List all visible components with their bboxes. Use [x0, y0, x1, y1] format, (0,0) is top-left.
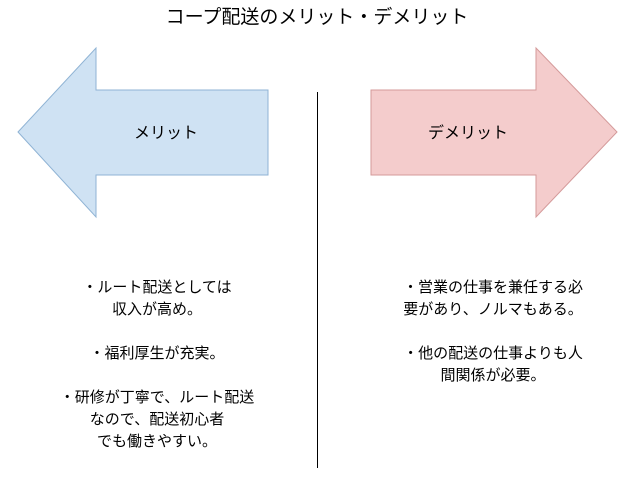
merit-item: ・福利厚生が充実。 [89, 344, 225, 362]
merit-label: メリット [133, 123, 198, 142]
diagram-title: コープ配送のメリット・デメリット [165, 6, 469, 28]
demerit-arrow-shape [370, 46, 618, 219]
merit-item: ・ルート配送としては 収入が高め。 [82, 278, 232, 318]
demerits-list: ・営業の仕事を兼任する必 要があり、ノルマもある。 ・他の配送の仕事よりも人 間… [368, 276, 618, 408]
merit-arrow-shape [17, 46, 269, 219]
demerit-item: ・他の配送の仕事よりも人 間関係が必要。 [403, 344, 583, 384]
merit-item: ・研修が丁寧で、ルート配送 なので、配送初心者 でも働きやすい。 [59, 388, 255, 450]
demerit-label: デメリット [427, 123, 508, 142]
merits-list: ・ルート配送としては 収入が高め。 ・福利厚生が充実。 ・研修が丁寧で、ルート配… [32, 276, 282, 474]
center-divider [317, 92, 318, 468]
demerit-item: ・営業の仕事を兼任する必 要があり、ノルマもある。 [402, 278, 583, 318]
